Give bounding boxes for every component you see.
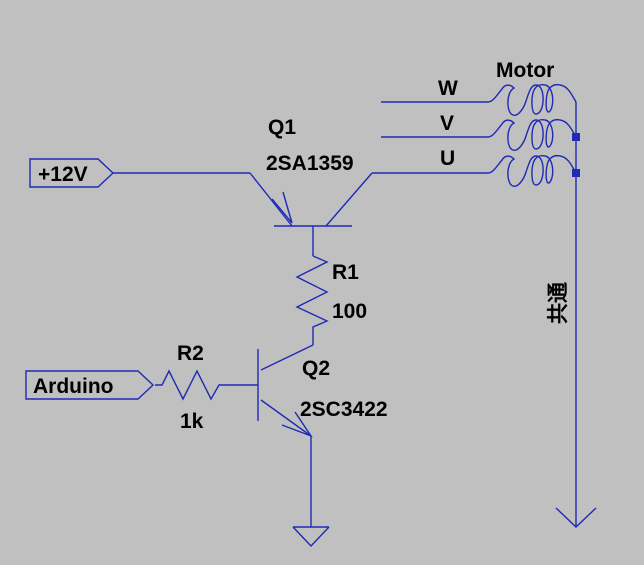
- q2-ref-label: Q2: [302, 357, 330, 380]
- coil-v: [487, 118, 577, 151]
- phase-v-label: V: [440, 112, 454, 135]
- arduino-port-label: Arduino: [33, 375, 113, 398]
- q2-part-label: 2SC3422: [300, 398, 388, 421]
- r2-value-label: 1k: [180, 410, 204, 433]
- q2-emitter: [260, 399, 312, 437]
- coil-w: [487, 83, 577, 116]
- r2-ref-label: R2: [177, 342, 204, 365]
- q2-collector: [260, 344, 314, 371]
- q1-emitter: [249, 172, 293, 227]
- transistor-q2[interactable]: [228, 344, 314, 527]
- motor-coils[interactable]: [487, 83, 577, 187]
- ground-symbol: [292, 526, 330, 548]
- r1-zigzag: [295, 255, 329, 345]
- r2-zigzag: [155, 369, 228, 401]
- resistor-r2[interactable]: [155, 369, 228, 401]
- q1-emitter-arrow: [271, 191, 293, 224]
- resistor-r1[interactable]: [295, 255, 329, 345]
- r1-ref-label: R1: [332, 261, 359, 284]
- common-label: 共通: [547, 282, 570, 324]
- coil-u: [487, 154, 577, 187]
- supply-port-label: +12V: [38, 163, 88, 186]
- q1-part-label: 2SA1359: [266, 152, 354, 175]
- motor-label: Motor: [496, 59, 554, 82]
- arduino-port[interactable]: Arduino: [25, 370, 155, 400]
- r1-value-label: 100: [332, 300, 367, 323]
- junction-dot-v: [572, 133, 580, 141]
- q1-ref-label: Q1: [268, 116, 296, 139]
- transistor-q1[interactable]: [249, 172, 373, 256]
- phase-u-label: U: [440, 147, 455, 170]
- q1-collector: [325, 172, 373, 227]
- junction-dot-u: [572, 169, 580, 177]
- phase-w-label: W: [438, 77, 458, 100]
- common-ground-symbol: [555, 507, 597, 528]
- supply-port[interactable]: +12V: [29, 158, 115, 188]
